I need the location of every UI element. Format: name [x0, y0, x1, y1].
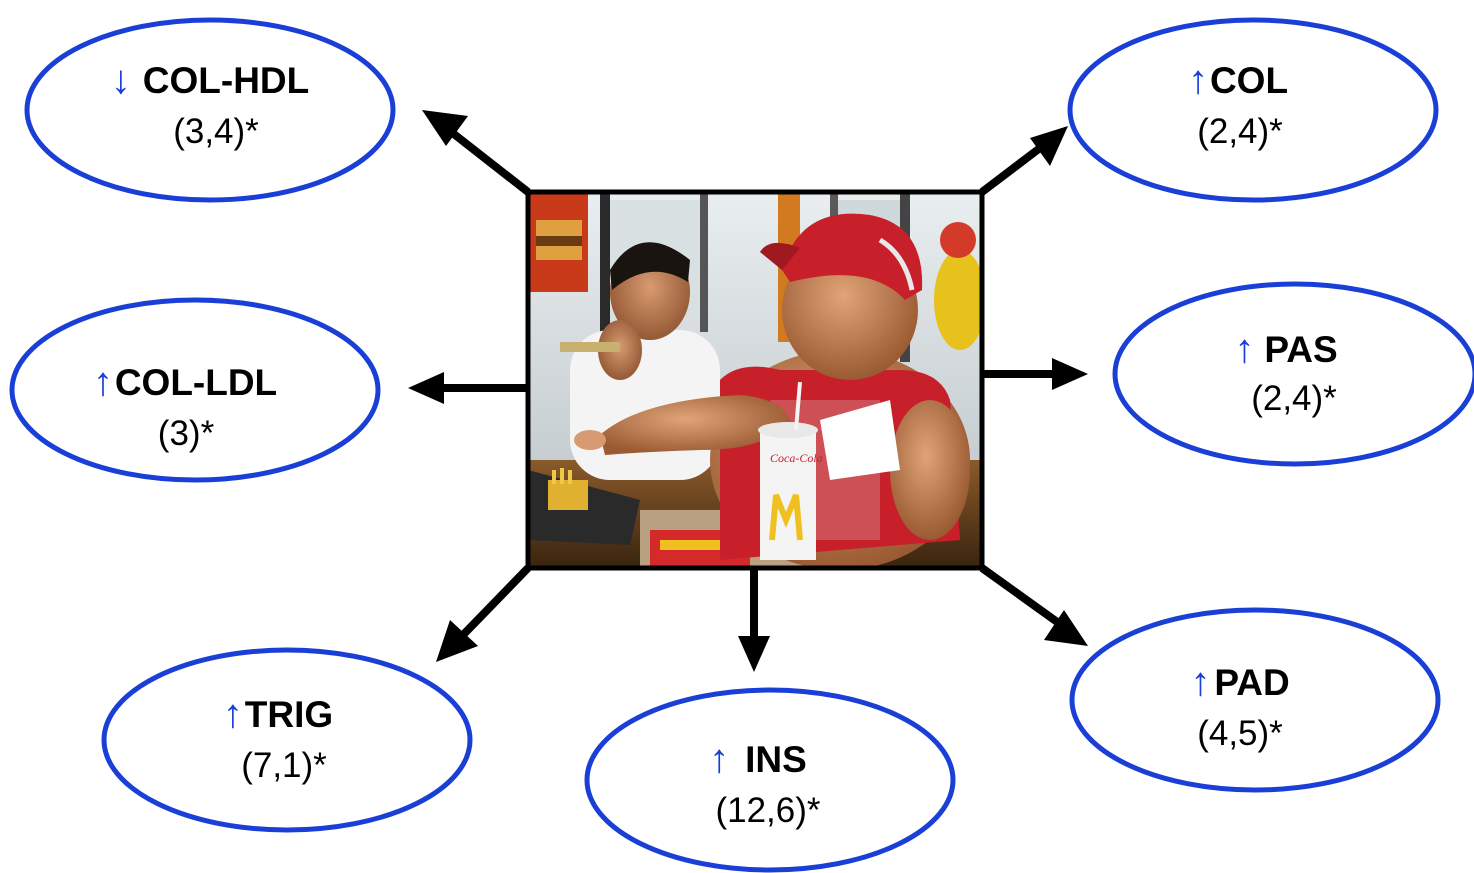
- ellipse-pad: [1069, 607, 1441, 793]
- node-trig-name: TRIG: [245, 694, 333, 735]
- node-col-hdl-value: (3,4)*: [173, 112, 259, 151]
- node-pas-name: PAS: [1264, 329, 1337, 370]
- node-col-ldl-value: (3)*: [158, 414, 215, 453]
- node-trig-title: ↑TRIG: [223, 692, 333, 736]
- node-col-hdl-name: COL-HDL: [143, 60, 309, 101]
- ellipse-col: [1067, 17, 1439, 203]
- up-arrow-icon: ↑: [223, 692, 243, 736]
- node-col-ldl: ↑COL-LDL (3)*: [9, 297, 381, 483]
- arrow-to-ins: [738, 568, 770, 672]
- node-pas: ↑PAS (2,4)*: [1112, 281, 1474, 467]
- arrow-to-col: [979, 126, 1068, 196]
- node-col-ldl-title: ↑COL-LDL: [93, 360, 277, 404]
- up-arrow-icon: ↑: [93, 360, 113, 404]
- big-boy: Coca-Cola: [574, 213, 970, 568]
- node-trig: ↑TRIG (7,1)*: [101, 647, 473, 833]
- node-col-ldl-name: COL-LDL: [115, 362, 277, 403]
- node-col: ↑COL (2,4)*: [1067, 17, 1439, 203]
- up-arrow-icon: ↑: [1188, 58, 1208, 102]
- fast-food-children-photo: Coca-Cola: [525, 189, 985, 571]
- up-arrow-icon: ↑: [1234, 327, 1254, 371]
- node-pas-title: ↑PAS: [1234, 327, 1337, 371]
- node-ins-title: ↑ INS: [709, 737, 807, 781]
- node-trig-value: (7,1)*: [241, 746, 327, 785]
- node-pas-value: (2,4)*: [1251, 379, 1337, 418]
- arrows: [408, 110, 1088, 672]
- ellipse-pas: [1112, 281, 1474, 467]
- node-ins-name: INS: [745, 739, 807, 780]
- down-arrow-icon: ↓: [111, 58, 131, 102]
- ellipse-col-ldl: [9, 297, 381, 483]
- node-pad-name: PAD: [1214, 662, 1289, 703]
- node-pad-title: ↑PAD: [1190, 660, 1289, 704]
- node-pad: ↑PAD (4,5)*: [1069, 607, 1441, 793]
- node-col-name: COL: [1210, 60, 1288, 101]
- ellipse-trig: [101, 647, 473, 833]
- ellipse-ins: [584, 687, 956, 873]
- arrow-to-trig: [436, 565, 531, 662]
- node-pad-value: (4,5)*: [1197, 714, 1283, 753]
- up-arrow-icon: ↑: [1190, 660, 1210, 704]
- photo-frame: [525, 189, 985, 571]
- arrow-to-col-hdl: [422, 110, 531, 196]
- node-ins-value: (12,6)*: [715, 791, 820, 830]
- up-arrow-icon: ↑: [709, 737, 729, 781]
- node-col-hdl: ↓ COL-HDL (3,4)*: [24, 17, 396, 203]
- arrow-to-pas: [982, 358, 1088, 390]
- cup-logo-text: Coca-Cola: [770, 451, 823, 465]
- node-col-hdl-title: ↓ COL-HDL: [111, 58, 309, 102]
- arrow-to-pad: [979, 564, 1088, 646]
- node-col-title: ↑COL: [1188, 58, 1288, 102]
- arrow-to-col-ldl: [408, 372, 528, 404]
- ellipse-col-hdl: [24, 17, 396, 203]
- node-ins: ↑ INS (12,6)*: [584, 687, 956, 873]
- node-col-value: (2,4)*: [1197, 112, 1283, 151]
